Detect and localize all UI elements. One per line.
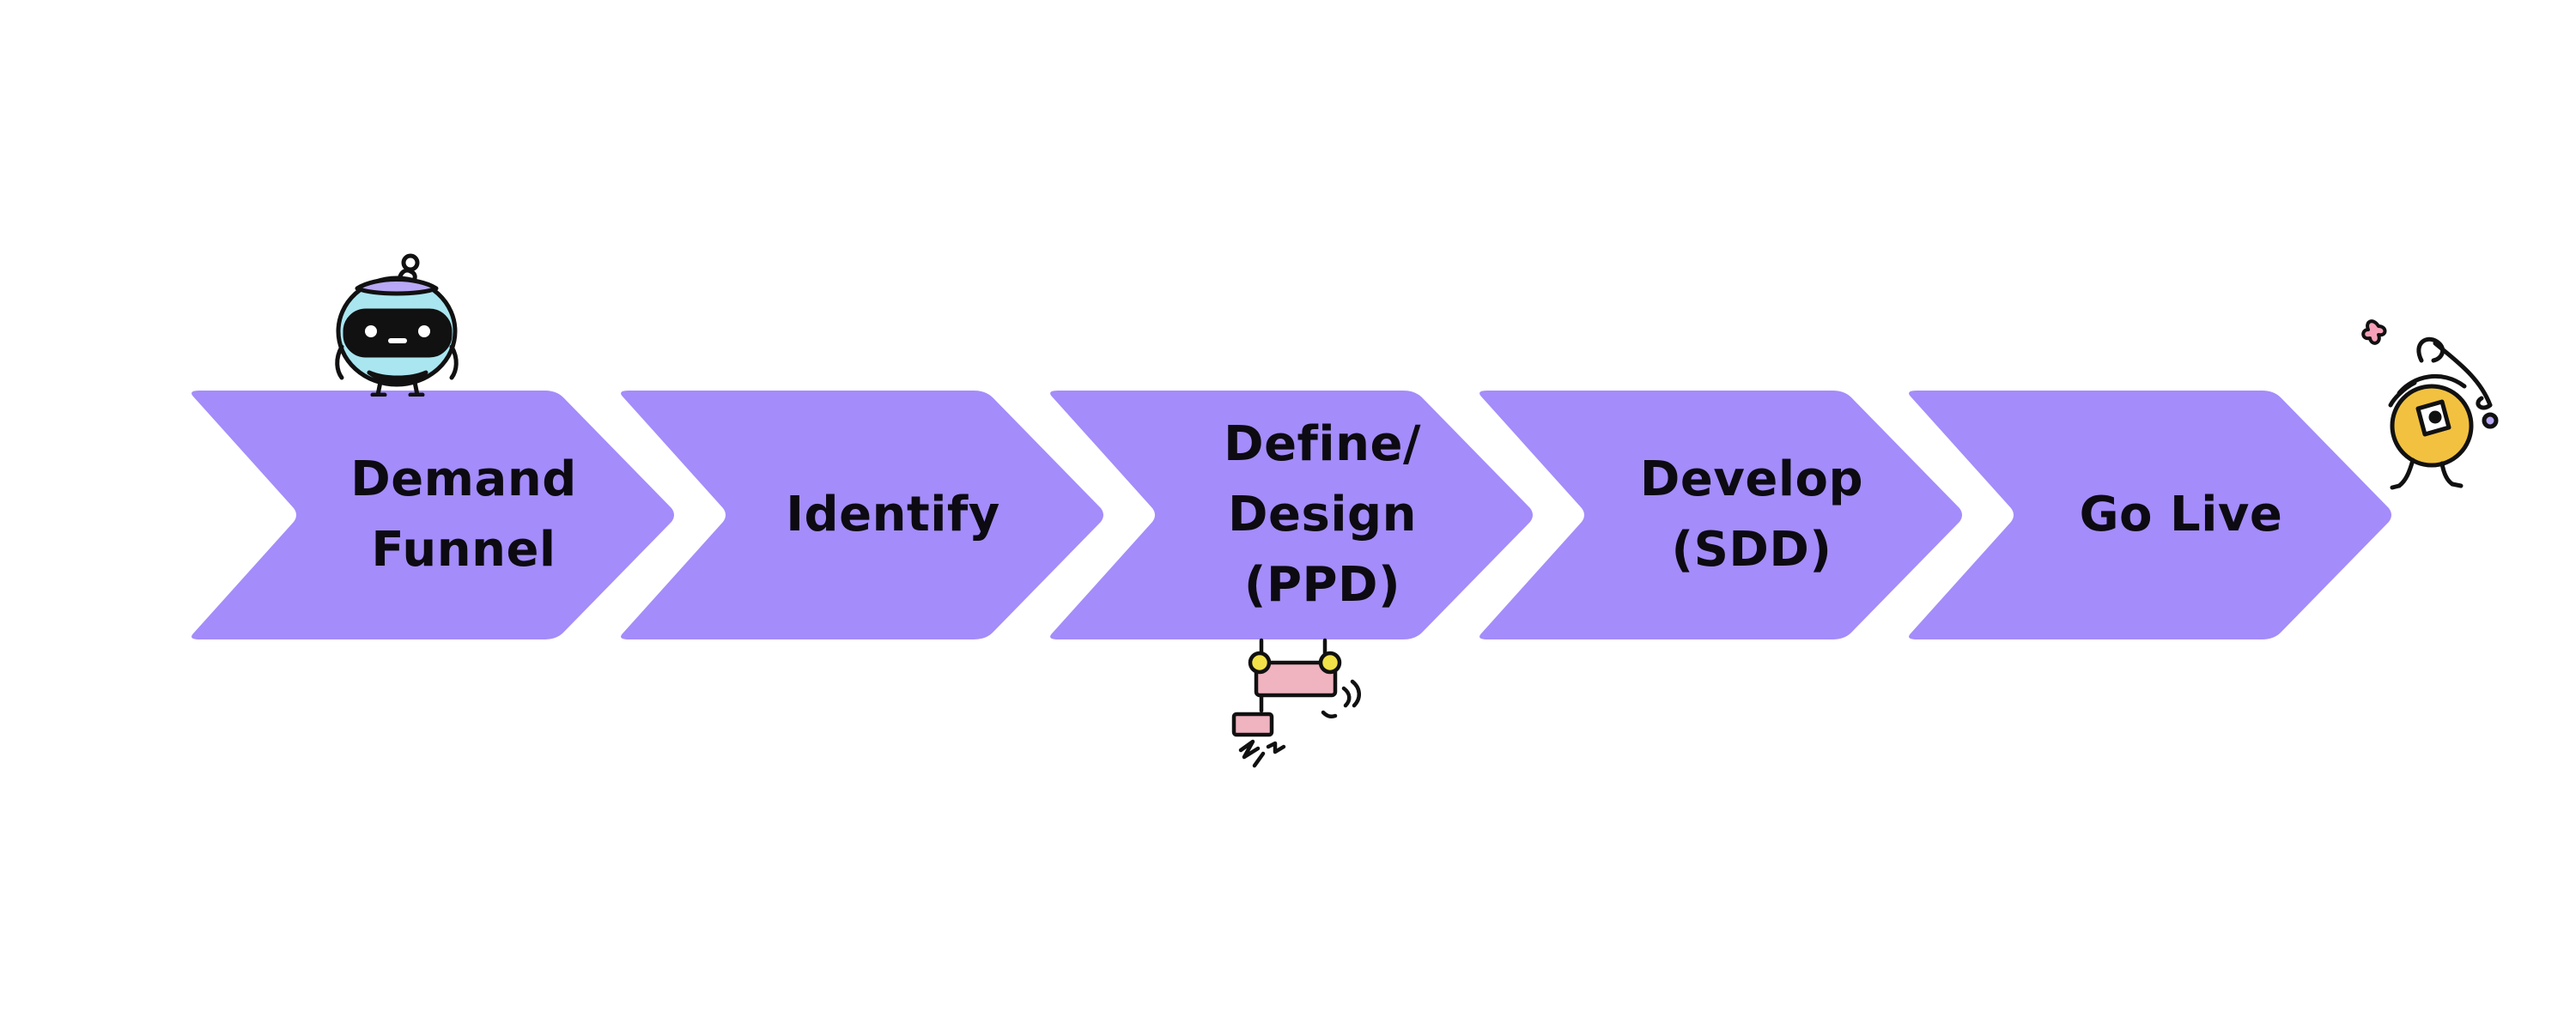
chevron-go-live: [1909, 391, 2391, 639]
chevron-define-design: [1050, 391, 1533, 639]
tightrope-walker-mascot-icon: [2361, 319, 2499, 490]
hanging-sign-doodle-icon: [1231, 638, 1361, 768]
stage-label-develop: Develop (SDD): [1639, 451, 1864, 578]
chevron-identify: [621, 391, 1103, 639]
robot-mascot-icon: [335, 253, 459, 397]
stage-label-demand-funnel: Demand Funnel: [350, 451, 577, 578]
stage-label-define-design: Define/ Design (PPD): [1224, 416, 1421, 613]
stage-label-identify: Identify: [786, 487, 1000, 542]
stage-label-go-live: Go Live: [2079, 487, 2283, 542]
chevron-demand-funnel: [191, 391, 674, 639]
chevron-develop: [1479, 391, 1962, 639]
